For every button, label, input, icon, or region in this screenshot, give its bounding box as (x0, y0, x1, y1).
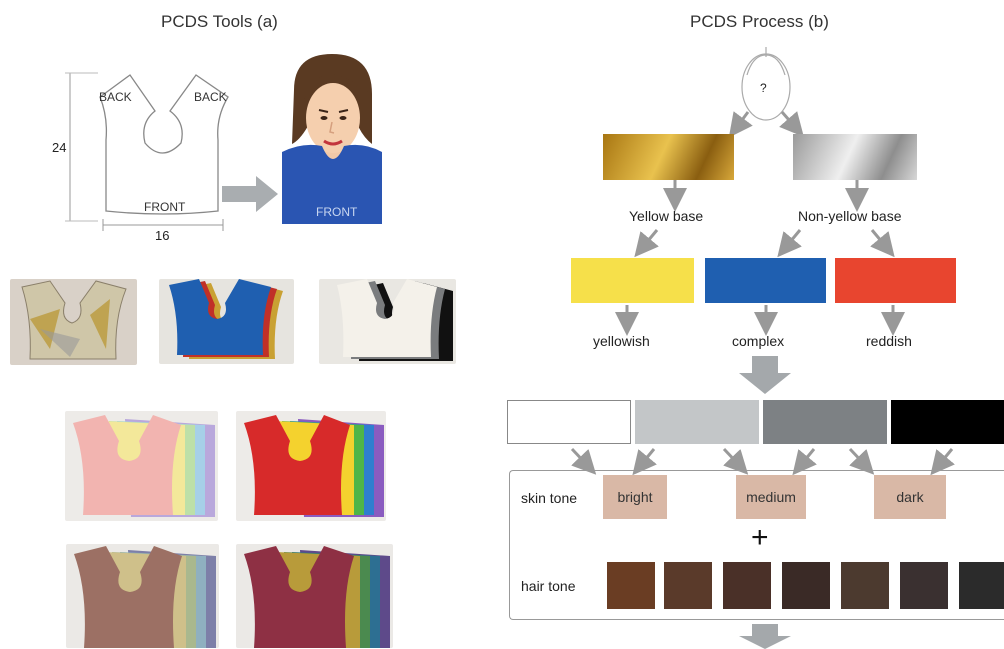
hair-swatch (723, 562, 771, 609)
person-illustration (282, 54, 382, 224)
hair-swatch (607, 562, 655, 609)
complex-swatch (705, 258, 826, 303)
skin-bright-swatch: bright (603, 475, 667, 519)
gold-silver-cape-photo (10, 279, 137, 365)
gold-base-swatch (603, 134, 734, 180)
yellow-base-label: Yellow base (629, 208, 704, 224)
right-arrow-icon (222, 176, 278, 212)
face-question-mark: ? (760, 81, 767, 95)
yellowish-label: yellowish (593, 333, 650, 349)
cape-width-dimension: 16 (155, 228, 170, 243)
complex-label: complex (732, 333, 785, 349)
hair-tone-label: hair tone (521, 578, 576, 594)
value-black-swatch (891, 400, 1004, 444)
blue-colored-cape-photo (159, 279, 294, 364)
value-light-gray-swatch (635, 400, 759, 444)
deep-cape-photo (236, 544, 393, 648)
cape-height-dimension: 24 (52, 140, 67, 155)
reddish-label: reddish (866, 333, 912, 349)
vivid-cape-photo (236, 411, 386, 521)
value-white-swatch (507, 400, 631, 444)
skin-dark-label: dark (896, 489, 924, 505)
skin-bright-label: bright (617, 489, 653, 505)
reddish-swatch (835, 258, 956, 303)
plus-sign: + (751, 521, 769, 554)
hair-swatch (959, 562, 1004, 609)
cape-front-label: FRONT (144, 200, 186, 214)
skin-tone-label: skin tone (521, 490, 578, 506)
face-question-icon (741, 47, 791, 121)
person-front-label: FRONT (316, 205, 358, 219)
silver-base-swatch (793, 134, 917, 180)
hair-swatch (782, 562, 830, 609)
yellowish-swatch (571, 258, 694, 303)
cape-back-right-label: BACK (194, 90, 227, 104)
cape-back-left-label: BACK (99, 90, 132, 104)
hair-swatch (900, 562, 948, 609)
skin-dark-swatch: dark (874, 475, 946, 519)
right-panel-title: PCDS Process (b) (690, 12, 829, 31)
skin-medium-label: medium (746, 489, 796, 505)
left-panel-title: PCDS Tools (a) (161, 12, 278, 31)
tone-panel (509, 470, 1004, 620)
pastel-cape-photo (65, 411, 218, 521)
value-dark-gray-swatch (763, 400, 887, 444)
gray-black-cape-photo (319, 279, 456, 364)
hair-swatch (664, 562, 712, 609)
non-yellow-base-label: Non-yellow base (798, 208, 902, 224)
skin-medium-swatch: medium (736, 475, 806, 519)
hair-swatch (841, 562, 889, 609)
muted-cape-photo (66, 544, 219, 648)
cape-diagram (65, 72, 229, 231)
